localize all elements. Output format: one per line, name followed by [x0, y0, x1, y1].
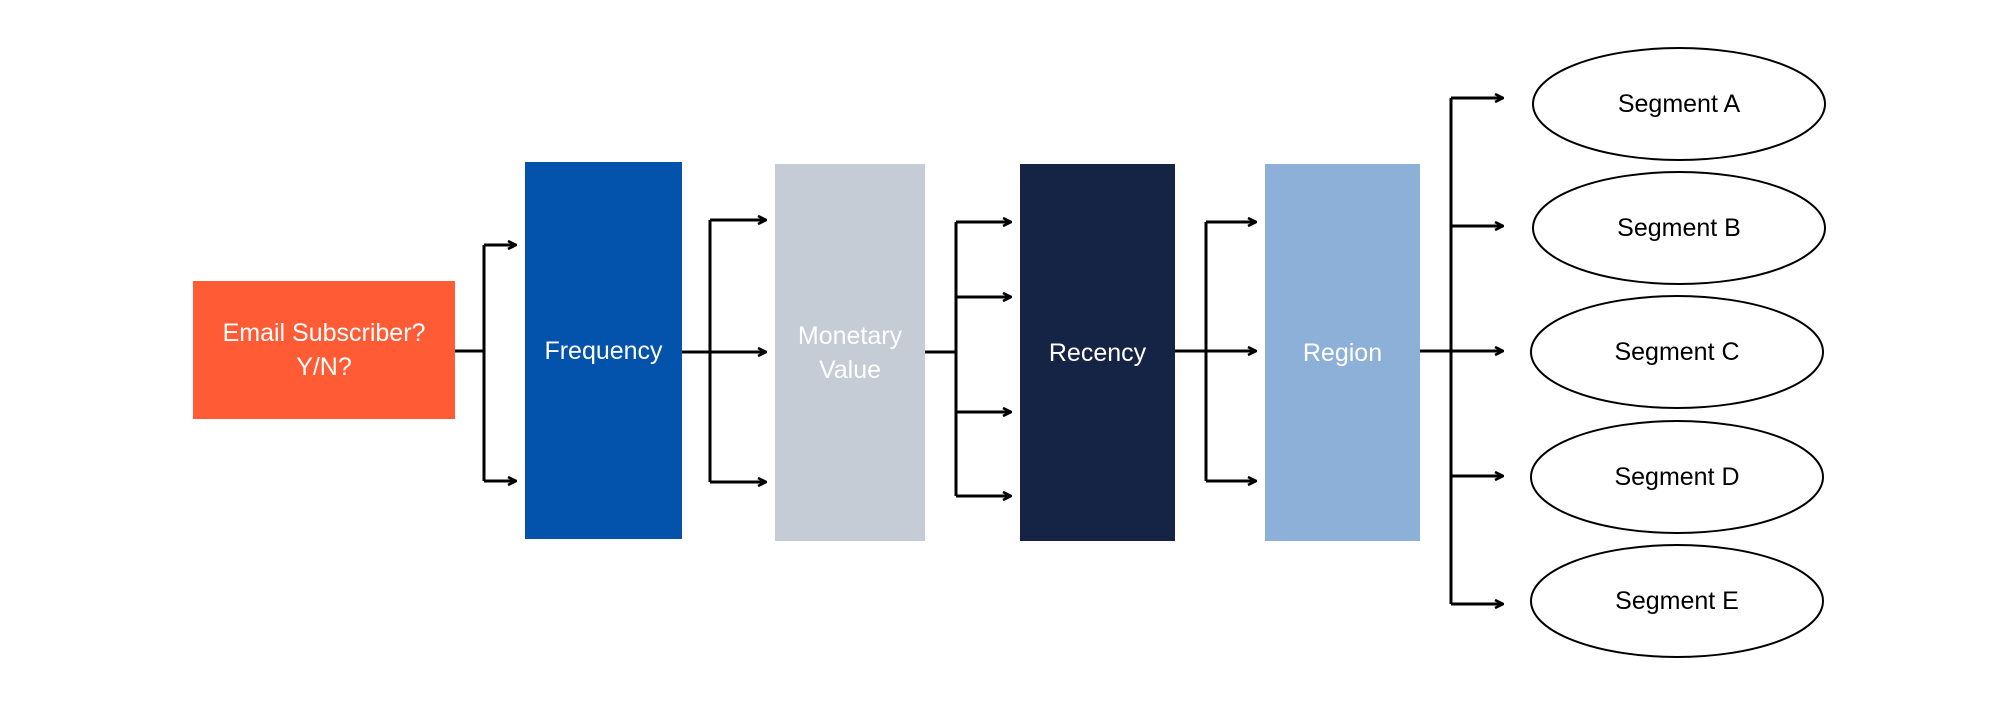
recency-label: Recency	[1048, 338, 1147, 367]
segment-a: Segment A	[1533, 48, 1825, 160]
monetary-value-label: Monetary Value	[797, 321, 903, 384]
segment-c-label: Segment C	[1614, 337, 1740, 366]
segment-d-shape	[1530, 420, 1824, 534]
frequency-label: Frequency	[544, 336, 663, 365]
region-label: Region	[1302, 338, 1383, 367]
email-subscriber-block: Email Subscriber? Y/N?	[193, 281, 455, 419]
segment-b: Segment B	[1533, 172, 1825, 284]
frequency-block: Frequency	[525, 162, 682, 539]
region-block: Region	[1265, 164, 1420, 541]
email-subscriber-label: Email Subscriber? Y/N?	[222, 319, 426, 381]
monetary-value-block: Monetary Value	[775, 164, 925, 541]
recency-block: Recency	[1020, 164, 1175, 541]
segment-c: Segment C	[1531, 296, 1823, 408]
segment-a-label: Segment A	[1617, 89, 1741, 118]
segment-d: Segment D	[1531, 421, 1823, 533]
segment-c-shape	[1530, 295, 1824, 409]
segment-b-label: Segment B	[1617, 213, 1741, 242]
segment-e-shape	[1530, 544, 1824, 658]
segment-a-shape	[1532, 47, 1826, 161]
segment-e-label: Segment E	[1615, 586, 1739, 615]
segment-e: Segment E	[1531, 545, 1823, 657]
segment-b-shape	[1532, 171, 1826, 285]
segment-d-label: Segment D	[1614, 462, 1740, 491]
